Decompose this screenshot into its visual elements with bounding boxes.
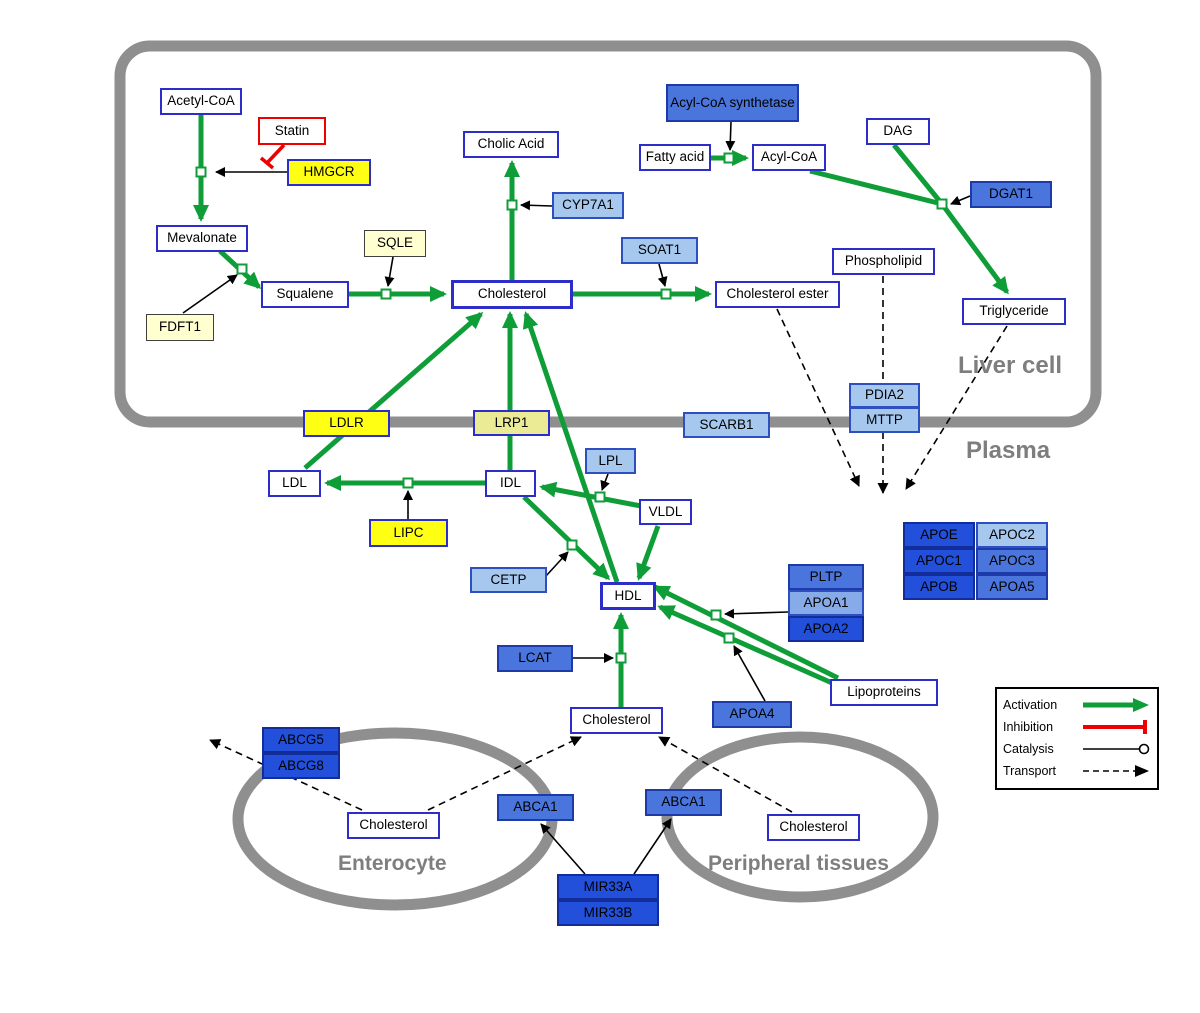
node-acyl-coa-synthetase[interactable]: Acyl-CoA synthetase bbox=[666, 84, 799, 122]
node-apoa1[interactable]: APOA1 bbox=[788, 590, 864, 616]
inhibition-tbar-icon bbox=[1083, 720, 1147, 734]
node-lipoproteins[interactable]: Lipoproteins bbox=[830, 679, 938, 706]
activation-arrow-icon bbox=[1083, 698, 1149, 712]
legend-activation-label: Activation bbox=[1003, 698, 1058, 712]
node-apoc1[interactable]: APOC1 bbox=[903, 548, 975, 574]
liver-cell-membrane bbox=[114, 40, 1102, 428]
legend-row-inhibition: Inhibition bbox=[1003, 716, 1151, 738]
node-phospholipid[interactable]: Phospholipid bbox=[832, 248, 935, 275]
legend-row-activation: Activation bbox=[1003, 694, 1151, 716]
node-hdl[interactable]: HDL bbox=[600, 582, 656, 610]
node-pltp[interactable]: PLTP bbox=[788, 564, 864, 590]
node-squalene[interactable]: Squalene bbox=[261, 281, 349, 308]
legend-catalysis-label: Catalysis bbox=[1003, 742, 1054, 756]
node-abcg5[interactable]: ABCG5 bbox=[262, 727, 340, 753]
node-cyp7a1[interactable]: CYP7A1 bbox=[552, 192, 624, 219]
node-scarb1[interactable]: SCARB1 bbox=[683, 412, 770, 438]
node-apob[interactable]: APOB bbox=[903, 574, 975, 600]
node-lcat[interactable]: LCAT bbox=[497, 645, 573, 672]
node-apoe[interactable]: APOE bbox=[903, 522, 975, 548]
node-apoa2[interactable]: APOA2 bbox=[788, 616, 864, 642]
node-fatty-acid[interactable]: Fatty acid bbox=[639, 144, 711, 171]
node-abca1-peripheral[interactable]: ABCA1 bbox=[645, 789, 722, 816]
node-apoa5[interactable]: APOA5 bbox=[976, 574, 1048, 600]
node-abcg8[interactable]: ABCG8 bbox=[262, 753, 340, 779]
node-acyl-coa[interactable]: Acyl-CoA bbox=[752, 144, 826, 171]
node-cholesterol-plasma[interactable]: Cholesterol bbox=[570, 707, 663, 734]
legend: Activation Inhibition Catalysis Transpor… bbox=[995, 687, 1159, 790]
node-hmgcr[interactable]: HMGCR bbox=[287, 159, 371, 186]
legend-transport-label: Transport bbox=[1003, 764, 1057, 778]
catalysis-circle-icon bbox=[1083, 743, 1150, 755]
node-apoc3[interactable]: APOC3 bbox=[976, 548, 1048, 574]
legend-row-transport: Transport bbox=[1003, 760, 1151, 782]
node-pdia2[interactable]: PDIA2 bbox=[849, 383, 920, 408]
node-ldl[interactable]: LDL bbox=[268, 470, 321, 497]
node-cholesterol-enterocyte[interactable]: Cholesterol bbox=[347, 812, 440, 839]
peripheral-tissues-label: Peripheral tissues bbox=[708, 852, 889, 875]
node-lipc[interactable]: LIPC bbox=[369, 519, 448, 547]
node-cholesterol-peripheral[interactable]: Cholesterol bbox=[767, 814, 860, 841]
transport-dashed-arrow-icon bbox=[1083, 765, 1149, 777]
node-apoc2[interactable]: APOC2 bbox=[976, 522, 1048, 548]
plasma-label: Plasma bbox=[966, 437, 1051, 464]
node-cetp[interactable]: CETP bbox=[470, 567, 547, 593]
node-mir33b[interactable]: MIR33B bbox=[557, 900, 659, 926]
node-acetyl-coa[interactable]: Acetyl-CoA bbox=[160, 88, 242, 115]
node-ldlr[interactable]: LDLR bbox=[303, 410, 390, 437]
liver-cell-label: Liver cell bbox=[958, 352, 1063, 379]
node-cholic-acid[interactable]: Cholic Acid bbox=[463, 131, 559, 158]
node-vldl[interactable]: VLDL bbox=[639, 499, 692, 525]
activation-edges bbox=[193, 114, 1010, 707]
node-fdft1[interactable]: FDFT1 bbox=[146, 314, 214, 341]
enterocyte-label: Enterocyte bbox=[338, 852, 447, 875]
node-apoa4[interactable]: APOA4 bbox=[712, 701, 792, 728]
node-mevalonate[interactable]: Mevalonate bbox=[156, 225, 248, 252]
node-statin[interactable]: Statin bbox=[258, 117, 326, 145]
node-mttp[interactable]: MTTP bbox=[849, 407, 920, 433]
inhibition-edge bbox=[259, 143, 286, 170]
node-lpl[interactable]: LPL bbox=[585, 448, 636, 474]
peripheral-tissues-membrane bbox=[661, 731, 939, 903]
node-mir33a[interactable]: MIR33A bbox=[557, 874, 659, 900]
legend-inhibition-label: Inhibition bbox=[1003, 720, 1054, 734]
node-abca1-enterocyte[interactable]: ABCA1 bbox=[497, 794, 574, 821]
node-dag[interactable]: DAG bbox=[866, 118, 930, 145]
node-triglyceride[interactable]: Triglyceride bbox=[962, 298, 1066, 325]
node-dgat1[interactable]: DGAT1 bbox=[970, 181, 1052, 208]
node-sqle[interactable]: SQLE bbox=[364, 230, 426, 257]
reaction-nodes bbox=[195, 152, 948, 664]
node-idl[interactable]: IDL bbox=[485, 470, 536, 497]
legend-row-catalysis: Catalysis bbox=[1003, 738, 1151, 760]
node-cholesterol-ester[interactable]: Cholesterol ester bbox=[715, 281, 840, 308]
node-cholesterol-liver[interactable]: Cholesterol bbox=[451, 280, 573, 309]
node-lrp1[interactable]: LRP1 bbox=[473, 410, 550, 436]
catalysis-edges bbox=[182, 121, 971, 875]
node-soat1[interactable]: SOAT1 bbox=[621, 237, 698, 264]
